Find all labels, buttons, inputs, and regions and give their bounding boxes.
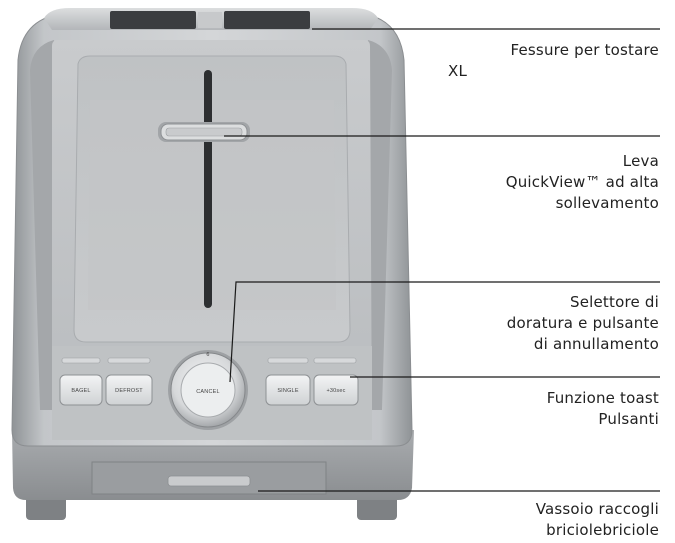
callout-dial-line-1: Selettore di	[569, 293, 659, 311]
callout-buttons-line-1: Funzione toast	[546, 389, 659, 407]
plus30-button-label: +30sec	[326, 388, 345, 394]
callout-lever: Leva QuickView™ ad alta sollevamento	[419, 151, 659, 214]
callout-dial-line-3: di annullamento	[533, 335, 659, 353]
plus30-button[interactable]: +30sec	[313, 374, 359, 406]
callout-slots-line-1: Fessure per tostare	[510, 41, 659, 59]
callout-lines	[224, 28, 660, 492]
crumb-tray-handle[interactable]	[167, 475, 251, 487]
defrost-button-label: DEFROST	[115, 388, 143, 394]
single-button-label: SINGLE	[277, 388, 299, 394]
toast-slot-right	[224, 11, 310, 29]
callout-crumb-tray: Vassoio raccogli briciolebriciole	[419, 499, 659, 541]
callout-lever-line-2: QuickView™ ad alta	[505, 173, 659, 191]
callout-lever-line-1: Leva	[622, 152, 659, 170]
single-button[interactable]: SINGLE	[265, 374, 311, 406]
callout-buttons: Funzione toast Pulsanti	[419, 388, 659, 430]
callout-lever-line-3: sollevamento	[555, 194, 659, 212]
indicator-defrost	[107, 357, 151, 364]
callout-slots: Fessure per tostare XL	[419, 40, 659, 82]
browning-dial[interactable]: CANCEL 6	[168, 350, 248, 430]
defrost-button[interactable]: DEFROST	[105, 374, 153, 406]
callout-buttons-line-2: Pulsanti	[598, 410, 659, 428]
lever-track	[204, 70, 212, 308]
bagel-button[interactable]: BAGEL	[59, 374, 103, 406]
indicator-bagel	[61, 357, 101, 364]
leader-dial	[229, 281, 660, 383]
toast-slot-left	[110, 11, 196, 29]
quickview-lever[interactable]	[158, 122, 250, 142]
callout-dial: Selettore di doratura e pulsante di annu…	[419, 292, 659, 355]
indicator-plus30	[313, 357, 357, 364]
dial-scale-mark: 6	[206, 352, 209, 358]
cancel-button-label: CANCEL	[196, 389, 220, 395]
callout-dial-line-2: doratura e pulsante	[506, 314, 659, 332]
bagel-button-label: BAGEL	[71, 388, 90, 394]
callout-slots-line-2: XL	[448, 62, 468, 80]
callout-crumb-tray-line-1: Vassoio raccogli	[535, 500, 659, 518]
slot-center-divider	[198, 12, 222, 28]
indicator-single	[267, 357, 309, 364]
callout-crumb-tray-line-2: briciolebriciole	[546, 521, 659, 539]
